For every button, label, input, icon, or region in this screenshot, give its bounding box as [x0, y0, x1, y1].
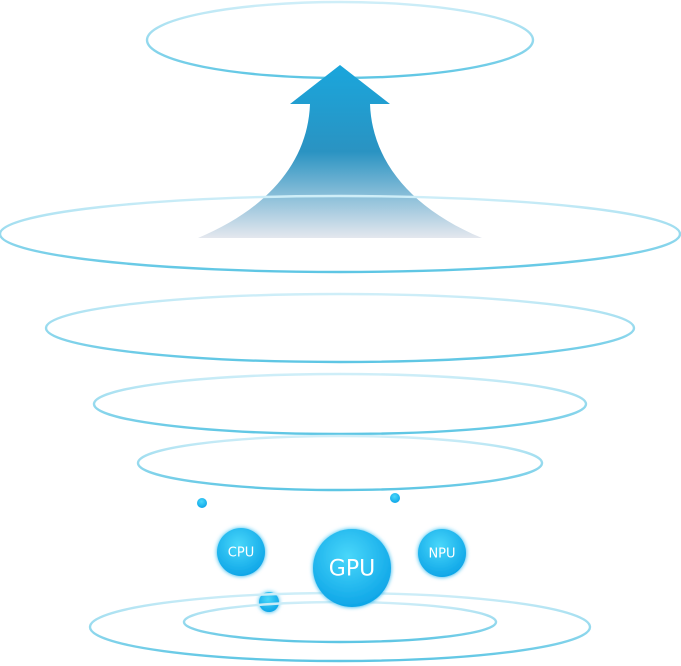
light-lines [132, 490, 525, 640]
large-ring [0, 194, 681, 274]
cpu-chip: CPU [217, 528, 265, 576]
small-dot [259, 592, 279, 612]
npu-chip: NPU [418, 529, 466, 577]
middle-ring-1 [44, 292, 636, 364]
gpu-chip: GPU [313, 529, 391, 607]
small-dot [390, 493, 400, 503]
rising-arrow-icon [198, 65, 482, 238]
bottom-ring-inner [182, 600, 498, 644]
middle-ring-3 [136, 434, 544, 492]
small-dot [197, 498, 207, 508]
gpu-label: GPU [329, 557, 375, 582]
cpu-label: CPU [228, 546, 254, 561]
npu-label: NPU [428, 547, 455, 562]
middle-ring-2 [92, 372, 588, 436]
